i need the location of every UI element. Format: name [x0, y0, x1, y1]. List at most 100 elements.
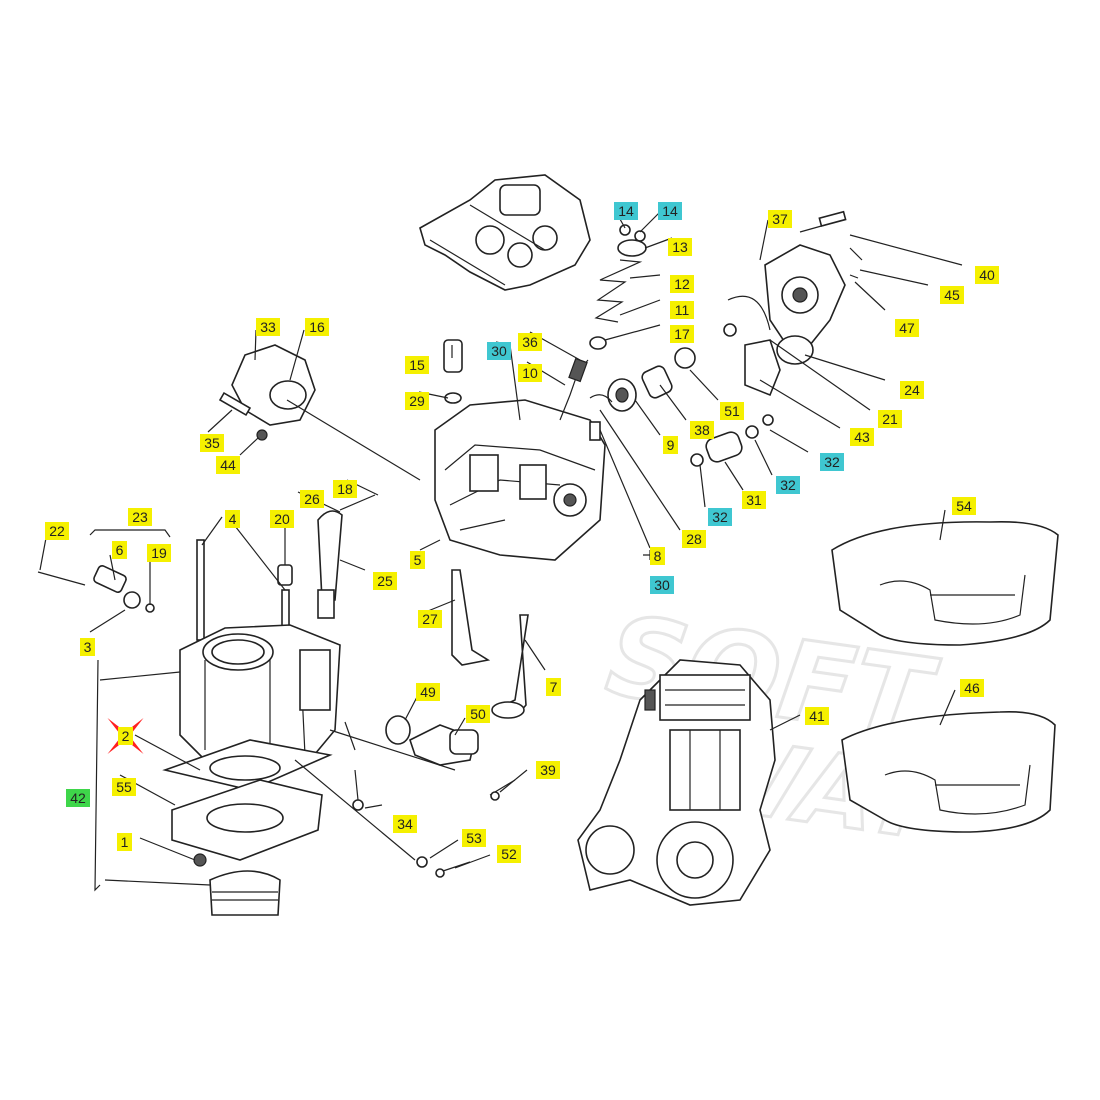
callout-l15[interactable]: 15: [405, 356, 429, 374]
cam-gear-part[interactable]: [589, 347, 696, 441]
bolts-part[interactable]: [352, 769, 516, 878]
callout-l44[interactable]: 44: [216, 456, 240, 474]
callout-l20[interactable]: 20: [270, 510, 294, 528]
callout-l12[interactable]: 12: [670, 275, 694, 293]
callout-text: 21: [882, 411, 898, 427]
callout-text: 7: [550, 679, 558, 695]
callout-background: [546, 678, 561, 696]
callout-l41[interactable]: 41: [805, 707, 829, 725]
callout-background: [128, 508, 152, 526]
callout-l16[interactable]: 16: [305, 318, 329, 336]
callout-l37[interactable]: 37: [768, 210, 792, 228]
cylinder-base-part[interactable]: [171, 779, 323, 861]
callout-l54[interactable]: 54: [952, 497, 976, 515]
callout-background: [900, 381, 924, 399]
exhaust-valve-part[interactable]: [451, 569, 491, 666]
callout-l19[interactable]: 19: [147, 544, 171, 562]
callout-l8[interactable]: 8: [650, 547, 665, 565]
callout-text: 32: [824, 454, 840, 470]
callout-l49[interactable]: 49: [416, 683, 440, 701]
piston-part[interactable]: [193, 853, 281, 916]
callout-l5[interactable]: 5: [410, 551, 425, 569]
callout-l43[interactable]: 43: [850, 428, 874, 446]
callout-l47[interactable]: 47: [895, 319, 919, 337]
callout-l53[interactable]: 53: [462, 829, 486, 847]
callout-l1[interactable]: 1: [117, 833, 132, 851]
callout-l34[interactable]: 34: [393, 815, 417, 833]
callout-text: 52: [501, 846, 517, 862]
callout-l52[interactable]: 52: [497, 845, 521, 863]
callout-l25[interactable]: 25: [373, 572, 397, 590]
callout-l6[interactable]: 6: [112, 541, 127, 559]
callout-l32a[interactable]: 32: [820, 453, 844, 471]
callout-text: 19: [151, 545, 167, 561]
callout-l2[interactable]: 2: [107, 718, 144, 754]
callout-background: [416, 683, 440, 701]
callout-l32b[interactable]: 32: [776, 476, 800, 494]
callout-l38[interactable]: 38: [690, 421, 714, 439]
callout-background: [940, 286, 964, 304]
callout-background: [117, 833, 132, 851]
callout-text: 30: [491, 343, 507, 359]
callout-text: 26: [304, 491, 320, 507]
callout-l22[interactable]: 22: [45, 522, 69, 540]
valve-spring-part[interactable]: [559, 224, 647, 421]
callout-l31[interactable]: 31: [742, 491, 766, 509]
intake-valve-part[interactable]: [491, 614, 529, 719]
callout-background: [418, 610, 442, 628]
callout-l50[interactable]: 50: [466, 705, 490, 723]
callout-text: 36: [522, 334, 538, 350]
callout-l28[interactable]: 28: [682, 530, 706, 548]
temperature-sensor-part[interactable]: [37, 565, 155, 613]
callout-l10[interactable]: 10: [518, 364, 542, 382]
camshaft-cover-part[interactable]: [419, 174, 591, 291]
callout-l30b[interactable]: 30: [650, 576, 674, 594]
breather-hose-part[interactable]: [317, 494, 376, 619]
callout-l9[interactable]: 9: [663, 436, 678, 454]
callout-l46[interactable]: 46: [960, 679, 984, 697]
callout-l35[interactable]: 35: [200, 434, 224, 452]
callout-l45[interactable]: 45: [940, 286, 964, 304]
callout-background: [650, 576, 674, 594]
callout-l7[interactable]: 7: [546, 678, 561, 696]
engine-assembly-part[interactable]: [577, 659, 776, 906]
callout-background: [952, 497, 976, 515]
intake-manifold-part[interactable]: [218, 344, 316, 441]
water-pump-cover-part[interactable]: [723, 210, 863, 397]
callout-text: 31: [746, 492, 762, 508]
callout-l26[interactable]: 26: [300, 490, 324, 508]
callout-l17[interactable]: 17: [670, 325, 694, 343]
valve-guide-part[interactable]: [443, 339, 463, 404]
callout-l32c[interactable]: 32: [708, 508, 732, 526]
callout-l33[interactable]: 33: [256, 318, 280, 336]
callout-l24[interactable]: 24: [900, 381, 924, 399]
callout-l36[interactable]: 36: [518, 333, 542, 351]
callout-l3[interactable]: 3: [80, 638, 95, 656]
callout-l27[interactable]: 27: [418, 610, 442, 628]
callout-l55[interactable]: 55: [112, 778, 136, 796]
callout-l29[interactable]: 29: [405, 392, 429, 410]
callout-l18[interactable]: 18: [333, 480, 357, 498]
cam-sleeve-part[interactable]: [690, 414, 774, 467]
callout-l21[interactable]: 21: [878, 410, 902, 428]
seat-cover-upper-part[interactable]: [831, 520, 1059, 646]
callout-l51[interactable]: 51: [720, 402, 744, 420]
callout-background: [668, 238, 692, 256]
callout-l13[interactable]: 13: [668, 238, 692, 256]
callout-l11[interactable]: 11: [670, 301, 694, 319]
base-gasket-part[interactable]: [162, 739, 333, 791]
callout-text: 16: [309, 319, 325, 335]
callout-l23[interactable]: 23: [128, 508, 152, 526]
coolant-outlet-part[interactable]: [385, 715, 479, 766]
cylinder-head-part[interactable]: [434, 399, 606, 561]
callout-l4[interactable]: 4: [225, 510, 240, 528]
callout-l39[interactable]: 39: [536, 761, 560, 779]
callout-l40[interactable]: 40: [975, 266, 999, 284]
callout-l42[interactable]: 42: [66, 789, 90, 807]
cylinder-part[interactable]: [179, 624, 341, 771]
callout-l14b[interactable]: 14: [658, 202, 682, 220]
seat-cover-lower-part[interactable]: [841, 710, 1056, 833]
callout-l30a[interactable]: 30: [487, 342, 511, 360]
callout-l14a[interactable]: 14: [614, 202, 638, 220]
callout-background: [820, 453, 844, 471]
